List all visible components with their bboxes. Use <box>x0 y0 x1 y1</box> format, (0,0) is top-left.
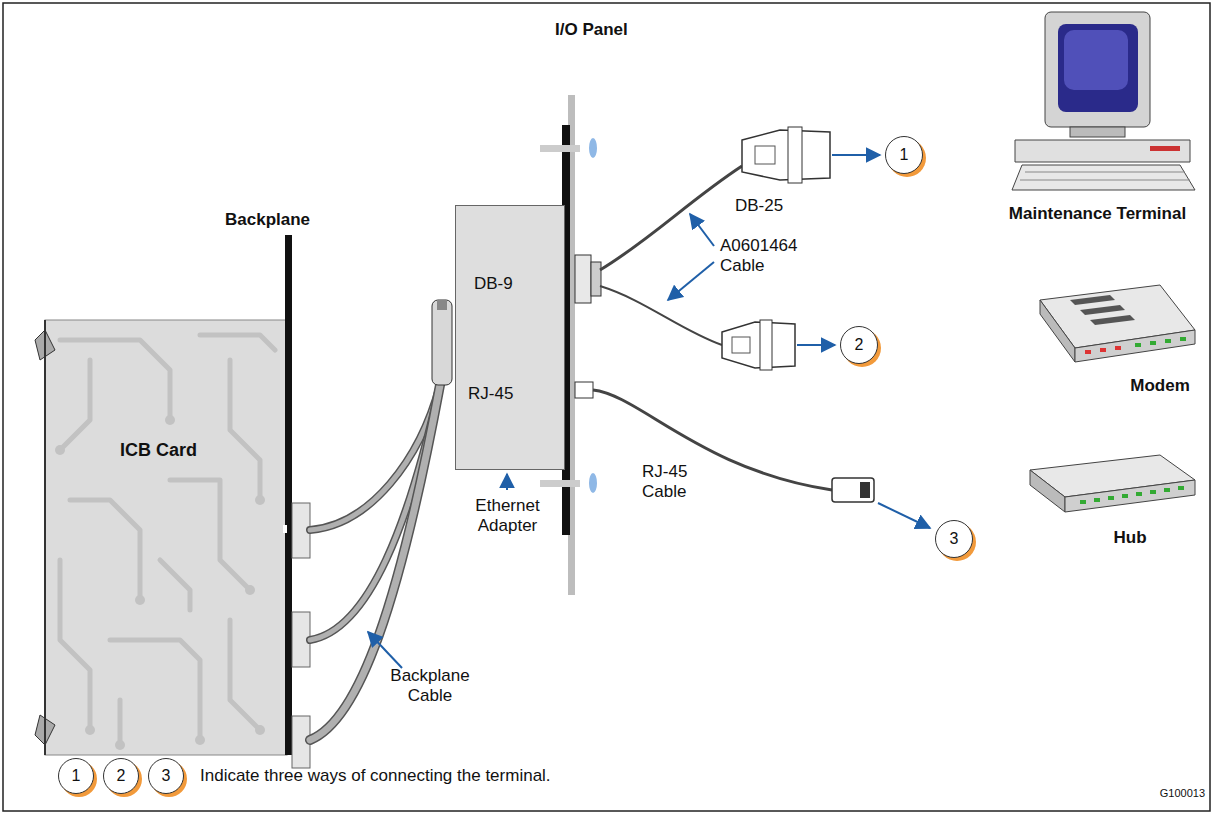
device-label: Hub <box>1080 528 1180 548</box>
node-text: RJ-45 <box>468 384 513 404</box>
circuit-card: ICB Card <box>45 320 287 755</box>
part-label: Ethernet Adapter <box>455 496 560 536</box>
callout-number: 2 <box>840 326 878 364</box>
callout-text: 3 <box>162 766 171 786</box>
callout-number: 1 <box>58 758 94 794</box>
node-text: DB-9 <box>474 274 513 294</box>
callout-number: 1 <box>885 136 923 174</box>
part-label: Backplane <box>225 210 345 230</box>
device-label: Modem <box>1110 376 1210 396</box>
device-label: Maintenance Terminal <box>990 204 1205 224</box>
cable-label: RJ-45 Cable <box>642 462 704 502</box>
callout-number: 3 <box>935 520 973 558</box>
callout-text: 1 <box>900 145 909 165</box>
callout-text: 1 <box>72 766 81 786</box>
part-label: I/O Panel <box>555 20 675 40</box>
callout-text: 3 <box>950 529 959 549</box>
cable-label: A0601464 Cable <box>720 236 810 276</box>
node-text: ICB Card <box>120 440 197 460</box>
legend-note: Indicate three ways of connecting the te… <box>200 766 800 786</box>
callout-number: 3 <box>148 758 184 794</box>
callout-text: 2 <box>855 335 864 355</box>
callout-number: 2 <box>103 758 139 794</box>
cable-label: Backplane Cable <box>380 666 480 706</box>
figure-id: G100013 <box>1110 786 1205 800</box>
ethernet-adapter: DB-9RJ-45 <box>455 205 565 470</box>
part-label: DB-25 <box>735 196 815 216</box>
callout-text: 2 <box>117 766 126 786</box>
